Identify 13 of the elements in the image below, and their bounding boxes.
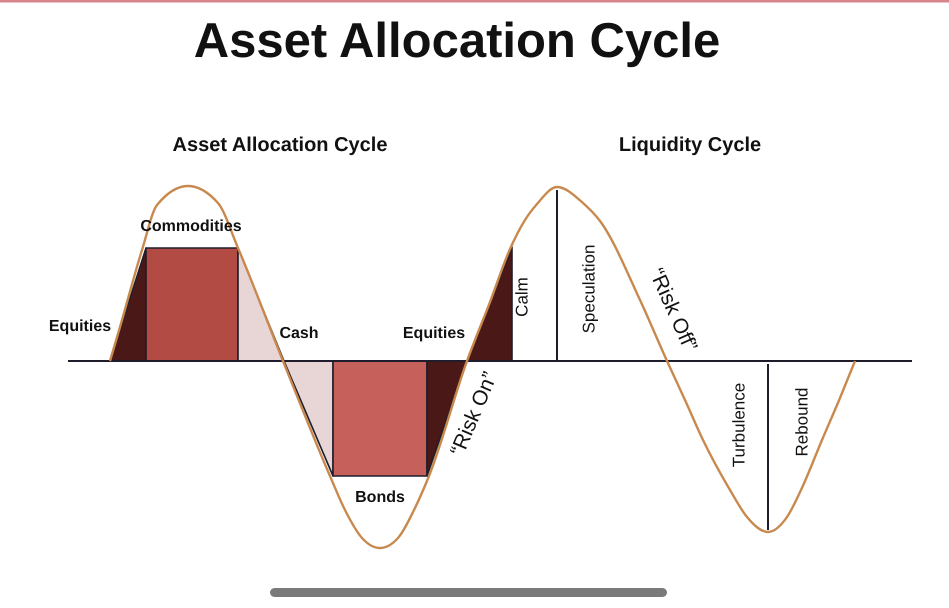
phase-label: Speculation	[580, 244, 600, 334]
asset-label: Equities	[48, 318, 112, 336]
asset-label: Equities	[402, 325, 466, 343]
section-heading: Asset Allocation Cycle	[172, 134, 388, 156]
phase-label: Turbulence	[730, 382, 750, 468]
page-title: Asset Allocation Cycle	[194, 15, 720, 69]
asset-label: Cash	[279, 325, 319, 343]
section-heading: Liquidity Cycle	[618, 134, 762, 156]
phase-label: Calm	[514, 277, 532, 317]
phase-label: “Risk On”	[446, 368, 502, 460]
asset-label: Bonds	[355, 489, 405, 507]
phase-label: Rebound	[794, 388, 812, 456]
phase-label: “Risk Off”	[644, 264, 702, 356]
